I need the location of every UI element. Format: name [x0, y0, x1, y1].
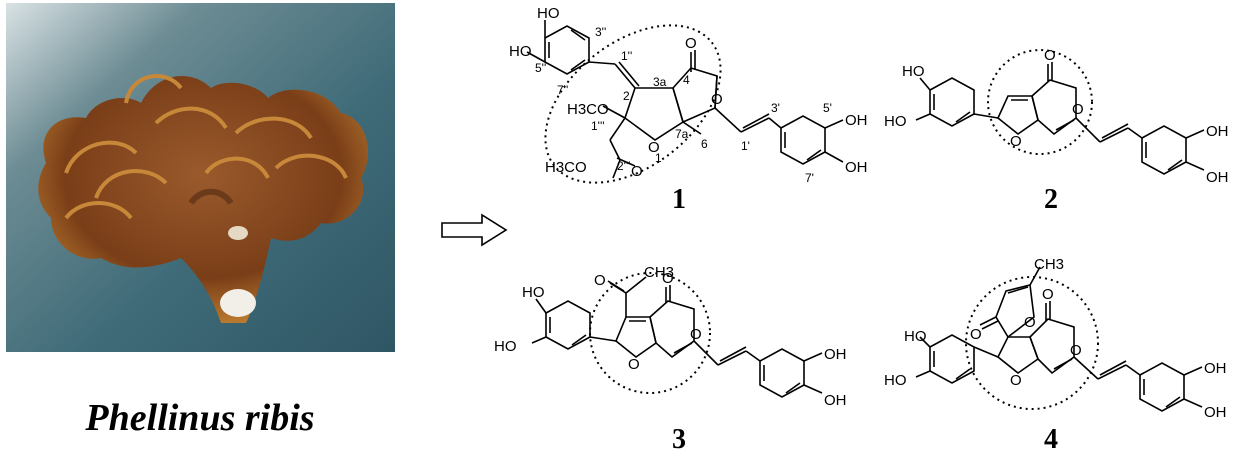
atom-label: OH [845, 159, 868, 176]
compound-2-structure: HO HO O O O OH OH [884, 47, 1229, 186]
atom-label: O [1072, 101, 1084, 118]
fungus-photo [6, 3, 395, 352]
atom-label: OH [824, 392, 847, 409]
compound-label-3: 3 [672, 424, 686, 455]
atom-label: O [628, 356, 640, 373]
numbering-label: 6 [701, 137, 708, 151]
atom-label: O [1070, 342, 1082, 359]
atom-label: O [970, 326, 982, 343]
numbering-label: 1'' [621, 49, 632, 63]
atom-label: O [1010, 372, 1022, 389]
atom-label: O [1044, 47, 1056, 64]
atom-label: OH [845, 112, 868, 129]
numbering-label: 1' [741, 139, 750, 153]
compound-1-structure: HO HO O O O H3CO H3CO O OH OH 3'' 5'' 7'… [509, 5, 868, 185]
atom-label: HO [884, 372, 907, 389]
numbering-label: 1''' [591, 119, 605, 133]
numbering-label: 3'' [595, 25, 606, 39]
atom-label: O [662, 270, 674, 287]
atom-label: CH3 [644, 264, 674, 281]
numbering-label: 5' [823, 101, 832, 115]
atom-label: O [711, 91, 723, 108]
atom-label: HO [522, 284, 545, 301]
numbering-label: 2 [623, 89, 630, 103]
atom-label: OH [1204, 404, 1227, 421]
atom-label: OH [1206, 169, 1229, 186]
fungus-body [38, 74, 369, 323]
numbering-label: 1 [655, 151, 662, 165]
atom-label: CH3 [1034, 256, 1064, 273]
atom-label: O [594, 272, 606, 289]
compound-label-4: 4 [1044, 424, 1058, 455]
atom-label: OH [1206, 123, 1229, 140]
atom-label: OH [824, 346, 847, 363]
compound-4-structure: HO HO O CH3 O O O O OH OH [884, 256, 1227, 421]
atom-label: HO [884, 113, 907, 130]
atom-label: HO [902, 63, 925, 80]
atom-label: O [685, 35, 697, 52]
atom-label: O [1042, 286, 1054, 303]
compound-label-2: 2 [1044, 184, 1058, 215]
numbering-label: 3' [771, 101, 780, 115]
atom-label: O [631, 163, 643, 180]
atom-label: O [1010, 133, 1022, 150]
numbering-label: 4 [683, 73, 690, 87]
atom-label: H3CO [545, 159, 587, 176]
atom-label: O [690, 326, 702, 343]
atom-label: O [648, 139, 660, 156]
atom-label: HO [537, 5, 560, 22]
atom-label: HO [509, 43, 532, 60]
numbering-label: 2''' [617, 159, 631, 173]
numbering-label: 5'' [535, 61, 546, 75]
arrow-icon [441, 213, 508, 247]
atom-label: H3CO [567, 101, 609, 118]
numbering-label: 7' [805, 171, 814, 185]
numbering-label: 7a [675, 127, 689, 141]
numbering-label: 3a [653, 75, 667, 89]
numbering-label: 7'' [557, 83, 568, 97]
compound-label-1: 1 [672, 184, 686, 215]
atom-label: HO [904, 328, 927, 345]
atom-label: O [1024, 314, 1036, 331]
atom-label: OH [1204, 360, 1227, 377]
atom-label: HO [494, 338, 517, 355]
compound-3-structure: HO HO O CH3 O O O OH OH [494, 264, 847, 409]
species-name: Phellinus ribis [85, 397, 315, 439]
